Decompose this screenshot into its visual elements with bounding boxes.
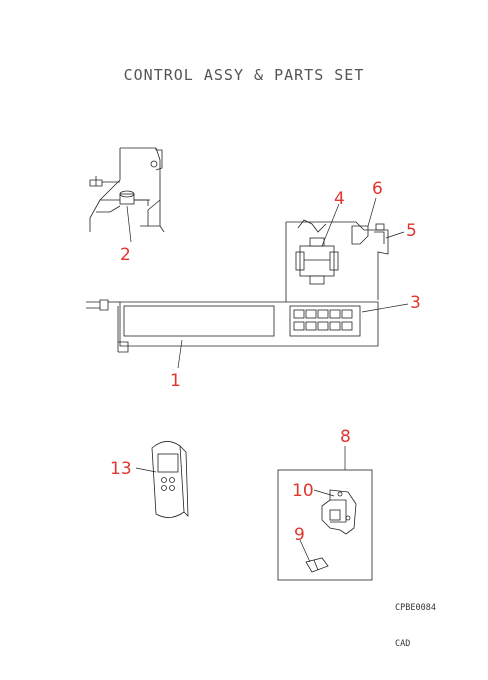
callout-2: 2 [120, 245, 131, 265]
terminal-block [293, 309, 353, 331]
control-board-drawing [86, 219, 389, 353]
callout-13: 13 [110, 459, 132, 479]
callout-1: 1 [170, 371, 181, 391]
part-2-bracket-drawing [89, 147, 165, 233]
callout-10: 10 [292, 481, 314, 501]
remote-control-drawing [151, 441, 189, 518]
callout-8: 8 [340, 427, 351, 447]
callout-5: 5 [406, 221, 417, 241]
callout-6: 6 [372, 179, 383, 199]
parts-set-box-drawing [277, 469, 373, 581]
diagram-title: CONTROL ASSY & PARTS SET [124, 66, 365, 84]
leader-lines [126, 197, 409, 563]
callout-4: 4 [334, 189, 345, 209]
drawing-code: CPBE0084 [395, 603, 436, 613]
callout-3: 3 [410, 293, 421, 313]
cad-tag: CAD [395, 639, 410, 649]
callout-9: 9 [294, 525, 305, 545]
